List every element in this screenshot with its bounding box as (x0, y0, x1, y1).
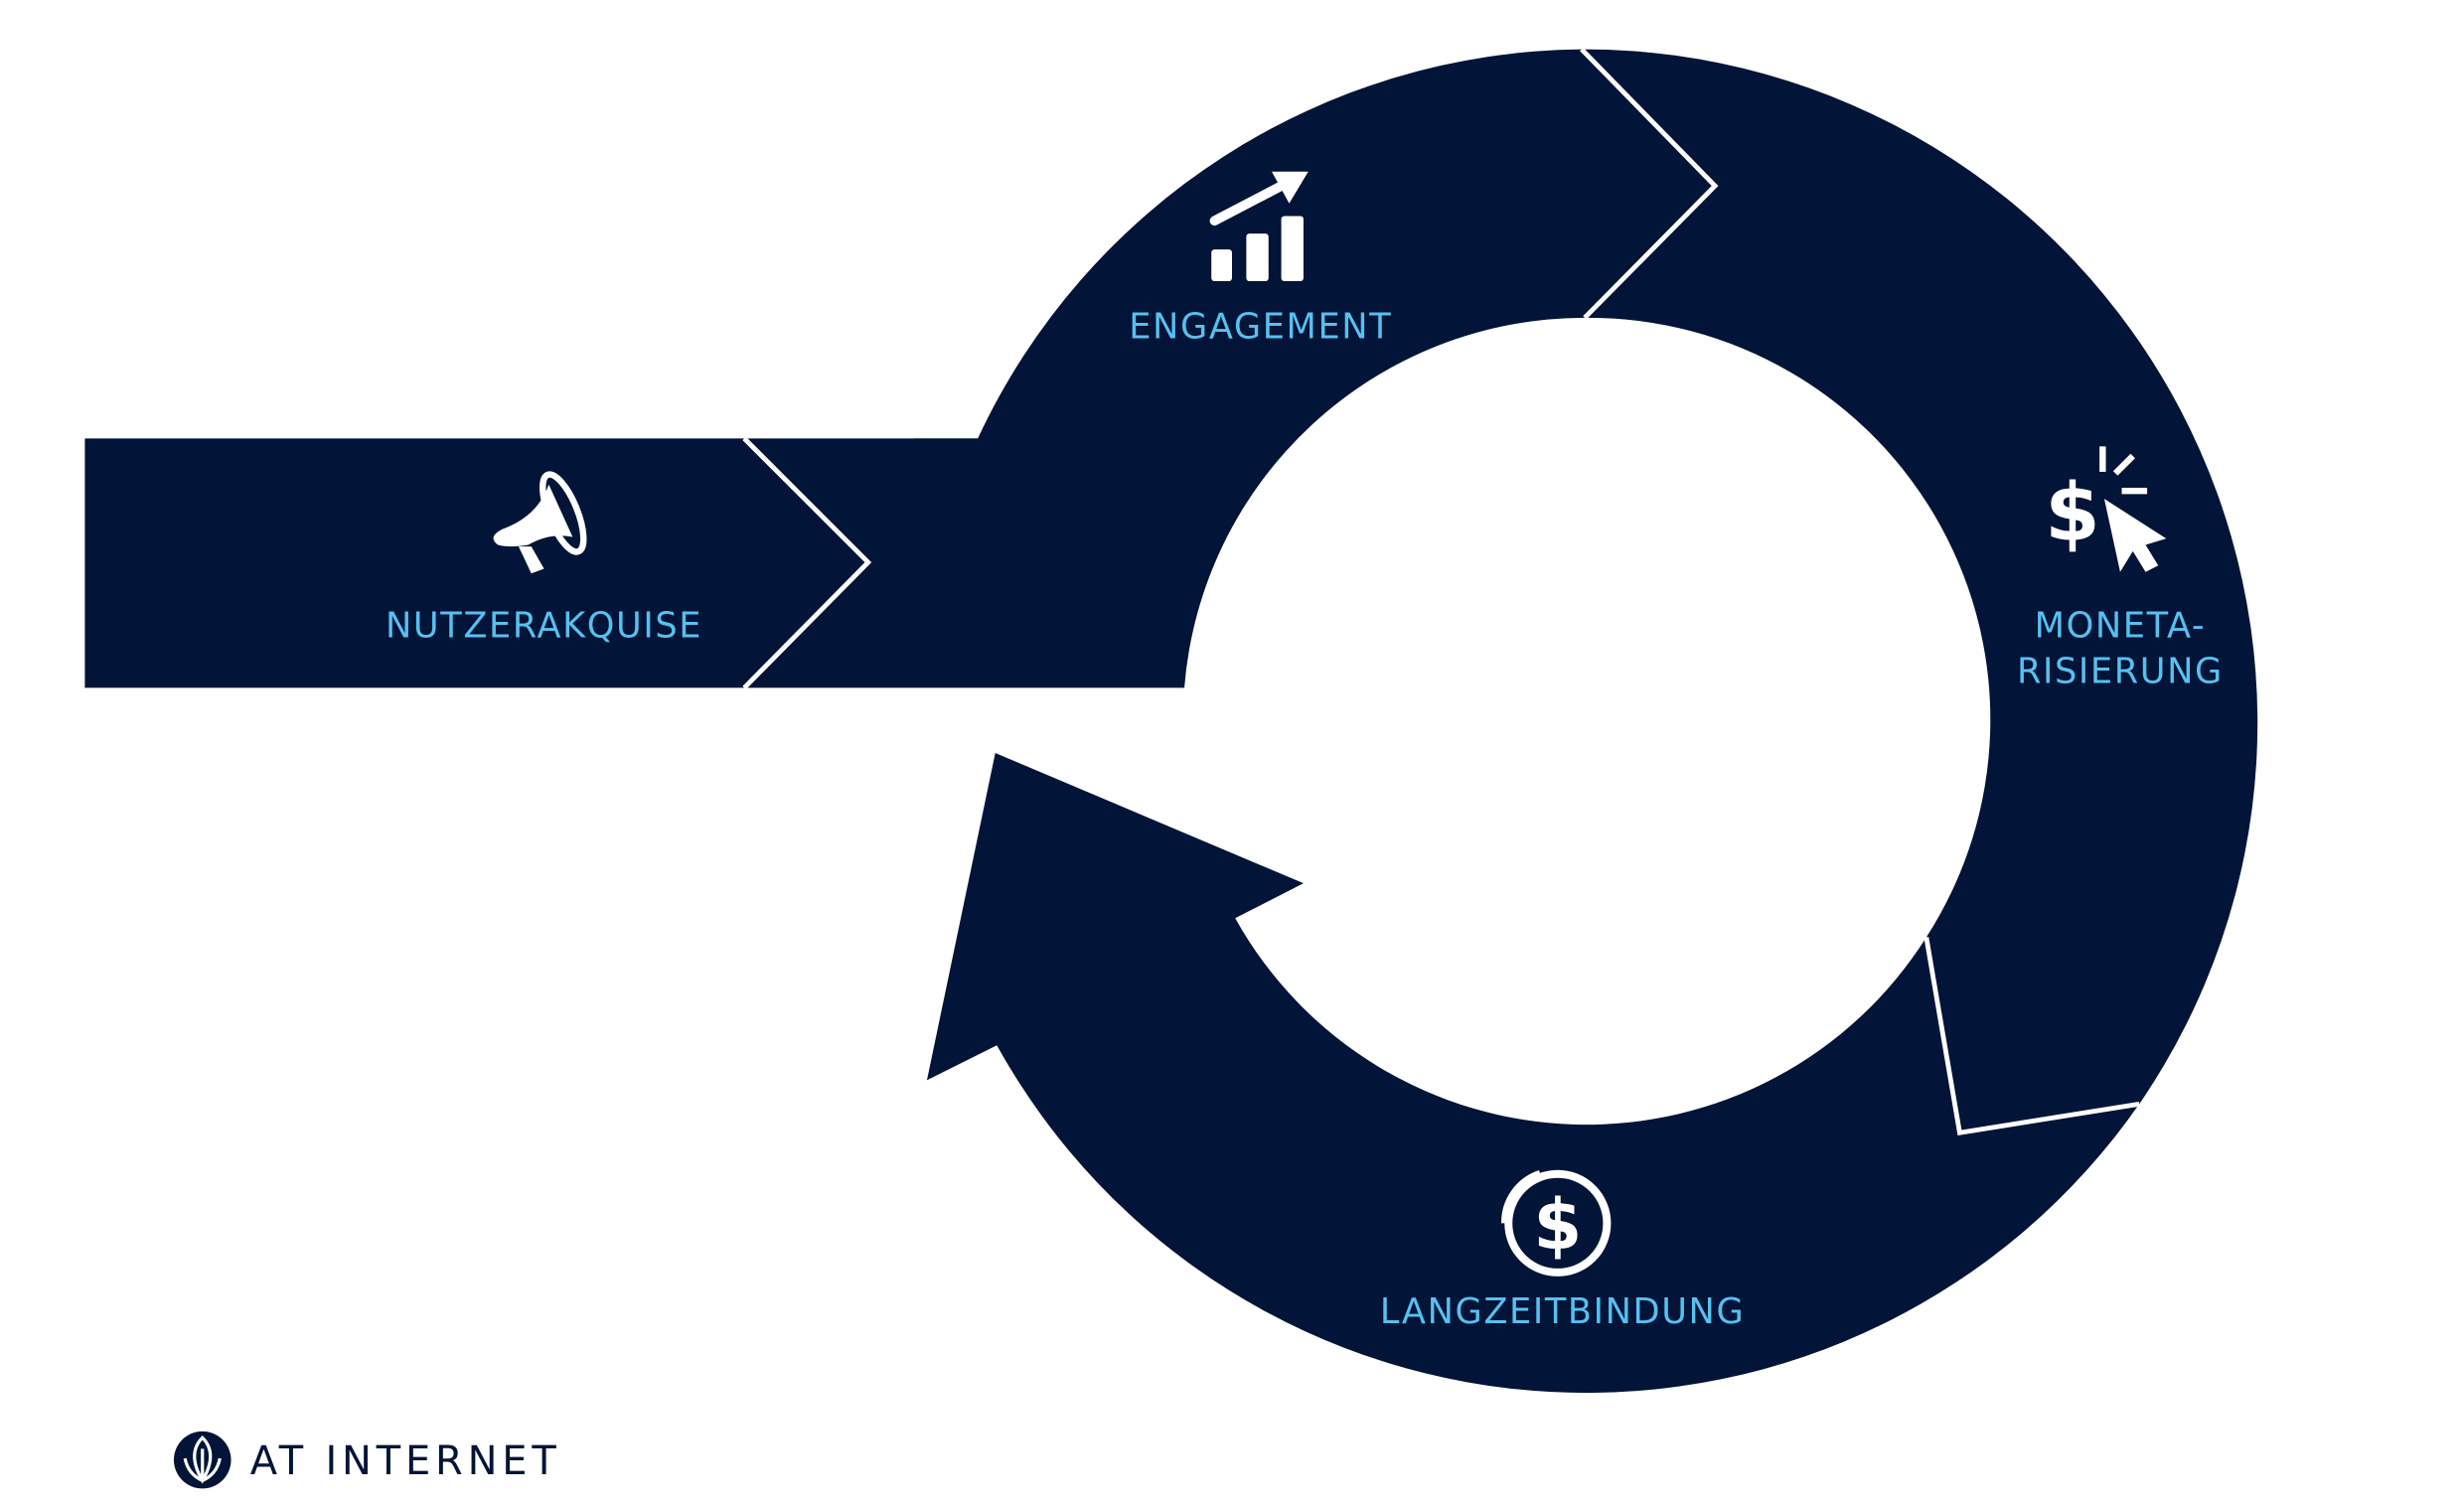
segment-retention (926, 753, 2140, 1394)
leaf-logo-icon (173, 1431, 231, 1489)
dollar-click-icon: $ (2045, 446, 2167, 572)
svg-text:$: $ (1533, 1184, 1582, 1266)
segment-separators (742, 47, 2140, 1135)
cycle-ring (914, 49, 2258, 1394)
rising-chart-icon (1209, 171, 1309, 282)
separator-monetization (1924, 937, 2140, 1135)
segment-acquisition (84, 438, 868, 688)
separator-acquisition (742, 436, 872, 690)
separator-engagement (1580, 47, 1719, 320)
label-monetization-line2: RISIERUNG (2017, 652, 2224, 692)
label-monetization-line1: MONETA- (2035, 605, 2207, 646)
segment-monetization (1585, 49, 2258, 1133)
megaphone-icon (493, 471, 587, 574)
segment-engagement (914, 49, 1716, 688)
svg-text:$: $ (2045, 467, 2100, 559)
label-engagement: ENGAGEMENT (1129, 307, 1392, 348)
label-retention: LANGZEITBINDUNG (1380, 1291, 1745, 1332)
segment-acquisition-tail (744, 438, 979, 688)
dollar-cycle-icon: $ (1501, 1169, 1612, 1277)
label-acquisition: NUTZERAKQUISE (385, 605, 702, 646)
brand-name: AT INTERNET (250, 1438, 561, 1484)
